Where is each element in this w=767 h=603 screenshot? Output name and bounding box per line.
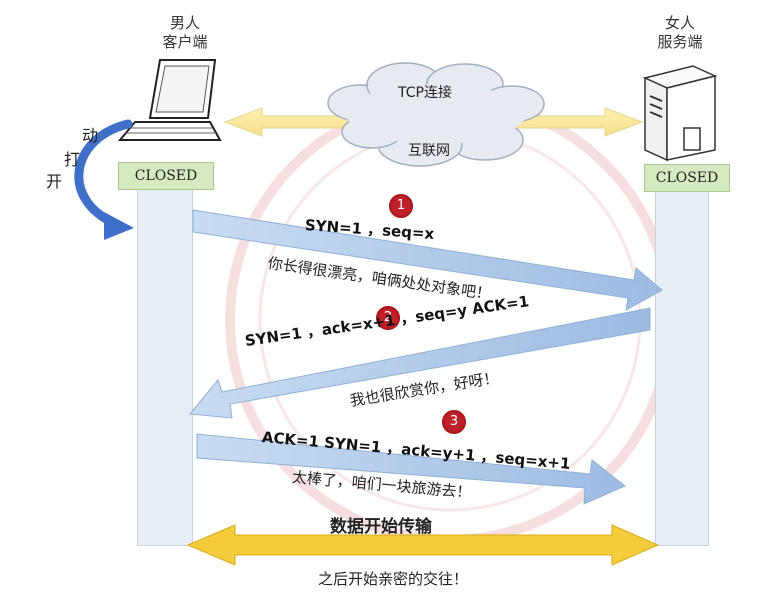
step-3-badge: 3	[442, 410, 466, 434]
cloud-label-top: TCP连接	[398, 85, 452, 101]
open-action-arrow	[74, 119, 133, 229]
ack-arrow	[196, 433, 626, 505]
client-state-box: CLOSED	[118, 162, 214, 190]
open-action-char-3: 开	[45, 172, 62, 191]
cloud-label-bottom: 互联网	[408, 143, 450, 159]
open-action-char-1: 动	[81, 126, 98, 145]
syn-arrow	[192, 209, 663, 311]
client-lifeline	[137, 188, 193, 546]
data-transfer-arrow	[186, 524, 660, 566]
server-icon	[642, 65, 718, 162]
data-transfer-caption: 之后开始亲密的交往！	[318, 570, 469, 588]
step-1-badge: 1	[389, 194, 413, 218]
server-lifeline	[655, 188, 709, 546]
open-action-char-2: 打	[63, 150, 80, 169]
step-2-badge: 2	[376, 306, 400, 330]
laptop-icon	[117, 59, 222, 141]
server-state-box: CLOSED	[644, 164, 730, 192]
syn-ack-arrow	[189, 307, 651, 419]
data-transfer-title: 数据开始传输	[330, 517, 432, 537]
client-title: 男人客户端	[162, 14, 208, 51]
server-state-label: CLOSED	[655, 170, 719, 186]
client-state-label: CLOSED	[134, 168, 198, 184]
server-title: 女人服务端	[657, 14, 703, 51]
cloud-icon	[327, 62, 545, 167]
